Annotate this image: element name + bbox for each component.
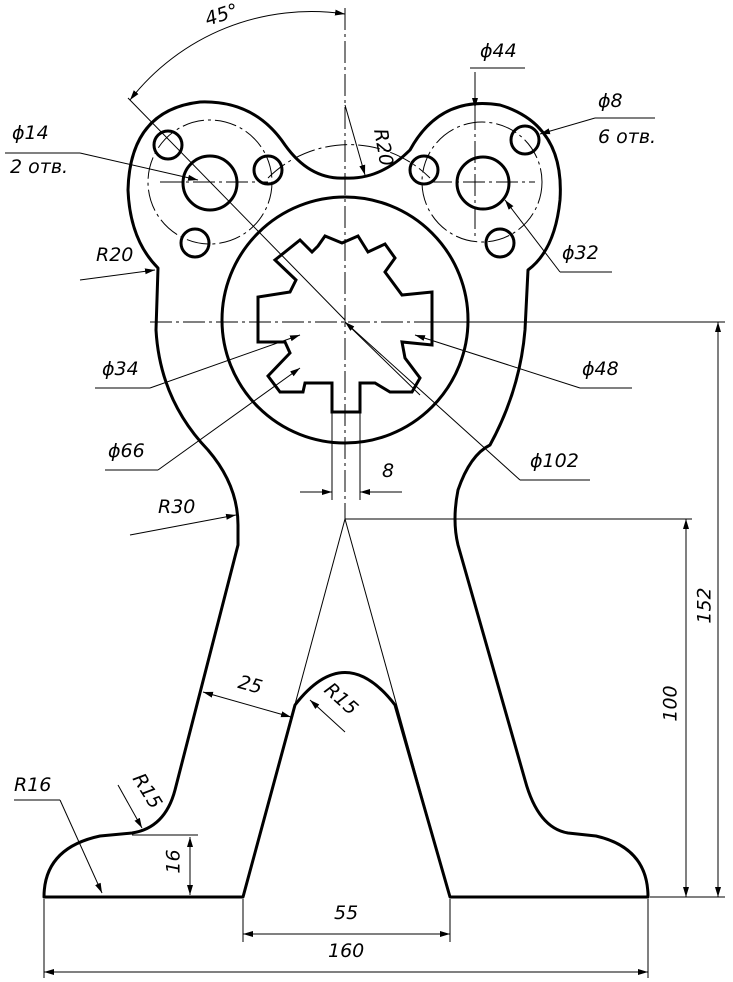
holes bbox=[152, 124, 541, 259]
height-upper-label: 152 bbox=[693, 587, 716, 624]
side-radius-label: R20 bbox=[96, 244, 134, 266]
neck-radius-label: R30 bbox=[158, 496, 196, 518]
spline-inner-label: ϕ34 bbox=[102, 358, 139, 380]
foot-height-label: 16 bbox=[162, 849, 185, 874]
gap-width-label: 55 bbox=[334, 902, 359, 924]
foot-radius-label: R16 bbox=[14, 774, 52, 796]
hub bbox=[220, 195, 470, 445]
spline-outer-label: ϕ48 bbox=[582, 358, 619, 380]
holes-small-count: 6 отв. bbox=[598, 126, 657, 148]
holes-small-diameter: ϕ8 bbox=[598, 90, 623, 112]
hub-diameter-label: ϕ66 bbox=[108, 440, 145, 462]
total-width-label: 160 bbox=[328, 940, 365, 962]
part-outline bbox=[42, 100, 650, 899]
holes-large-count: 2 отв. bbox=[10, 156, 69, 178]
bolt-circle-right-label: ϕ32 bbox=[562, 242, 599, 264]
outer-arc-label: ϕ102 bbox=[530, 450, 579, 472]
slot-width-label: 8 bbox=[382, 460, 395, 482]
top-radius-label: R20 bbox=[369, 127, 398, 168]
dimension-lines bbox=[5, 9, 725, 978]
height-lower-label: 100 bbox=[659, 685, 682, 722]
bolt-circle-left-label: ϕ44 bbox=[480, 40, 517, 62]
holes-large-diameter: ϕ14 bbox=[12, 122, 49, 144]
